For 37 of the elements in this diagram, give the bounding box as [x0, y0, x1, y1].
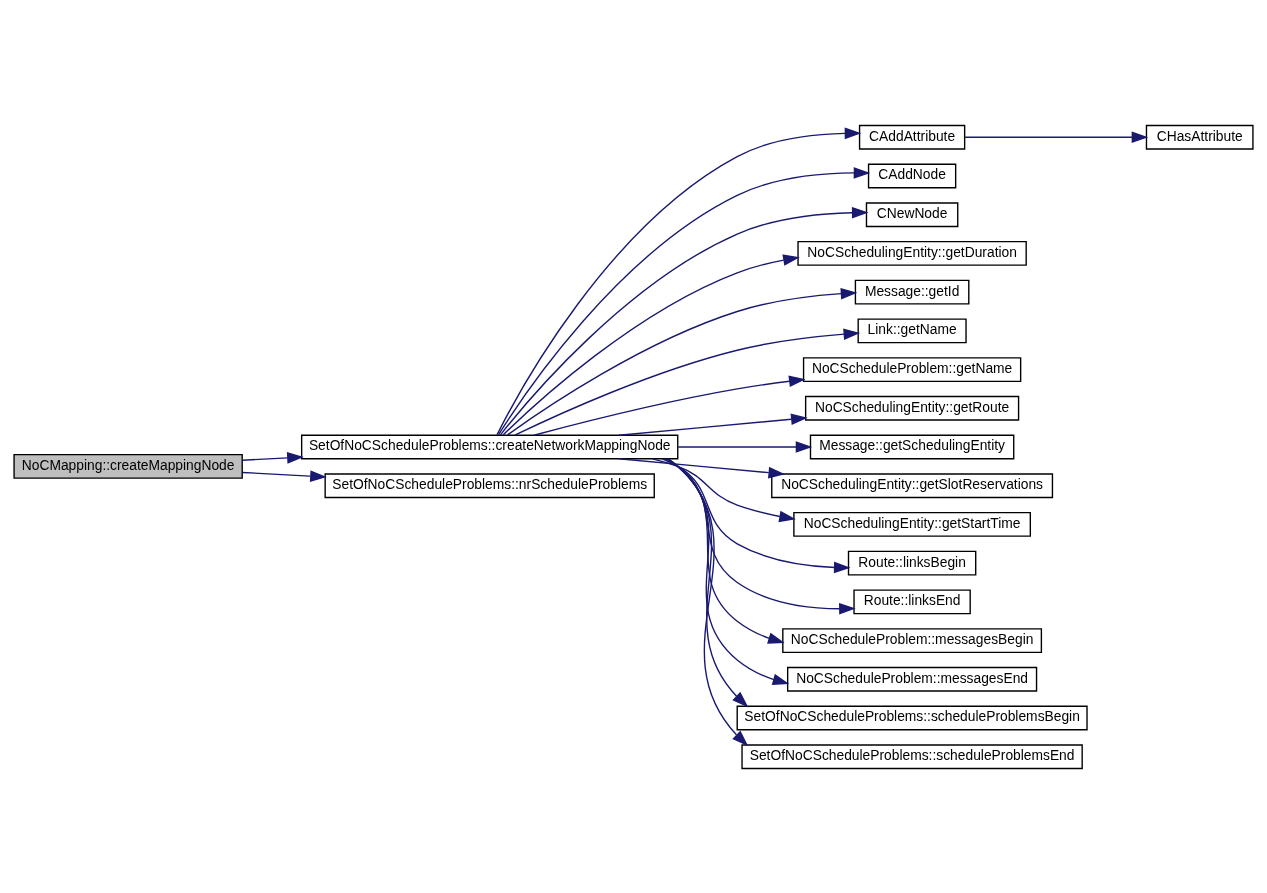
arrow: [241, 451, 304, 464]
node-box: CAddAttribute: [858, 124, 966, 150]
node-box: CAddNode: [867, 163, 957, 188]
arrow: [666, 457, 790, 685]
node-box: Route::linksBegin: [847, 550, 977, 576]
arrow: [618, 457, 786, 478]
arrow: [661, 457, 851, 573]
arrow: [502, 253, 800, 436]
arrow: [677, 440, 813, 453]
node-box: NoCSchedulingEntity::getRoute: [804, 395, 1020, 421]
node-box: Message::getSchedulingEntity: [809, 434, 1015, 459]
node-box: NoCSchedulingEntity::getSlotReservations: [771, 472, 1054, 498]
node-box: Message::getId: [854, 279, 970, 305]
node-box: NoCScheduleProblem::getName: [802, 356, 1022, 382]
arrow: [964, 130, 1149, 143]
node-box: SetOfNoCScheduleProblems::scheduleProblemsEnd: [741, 743, 1083, 769]
node-box: NoCScheduleProblem::messagesEnd: [786, 666, 1038, 692]
node-box: Route::linksEnd: [853, 588, 971, 614]
arrow: [506, 287, 858, 436]
arrow: [533, 374, 806, 436]
arrow: [665, 457, 785, 644]
arrow: [241, 469, 327, 482]
node-box: CNewNode: [865, 201, 959, 227]
node-box: NoCSchedulingEntity::getDuration: [797, 240, 1027, 266]
arrow: [651, 457, 796, 522]
node-box: Link::getName: [857, 317, 967, 343]
node-box: CHasAttribute: [1145, 124, 1254, 150]
arrow: [514, 327, 861, 436]
node-box: SetOfNoCScheduleProblems::nrScheduleProblems: [324, 472, 655, 498]
node-box: SetOfNoCScheduleProblems::createNetworkMappingNode: [300, 434, 679, 459]
arrow: [618, 413, 808, 436]
node-box: NoCSchedulingEntity::getStartTime: [793, 511, 1031, 537]
node-box: NoCMapping::createMappingNode: [13, 453, 243, 479]
node-box: SetOfNoCScheduleProblems::scheduleProblemsBegin: [736, 705, 1088, 730]
arrow: [664, 457, 856, 615]
arrow: [499, 206, 869, 436]
node-box: NoCScheduleProblem::messagesBegin: [782, 627, 1043, 653]
